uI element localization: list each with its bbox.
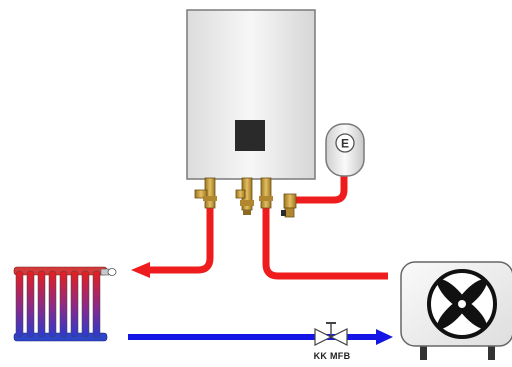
boiler-fittings	[194, 177, 297, 218]
heat-pump-leg-right	[488, 340, 495, 360]
fan-icon	[427, 269, 497, 339]
radiator-icon	[13, 266, 117, 342]
ball-valve-icon	[314, 322, 348, 346]
fitting-left-icon	[194, 177, 217, 209]
radiator-supply-pipe	[148, 205, 214, 274]
safety-valve-icon	[281, 193, 297, 218]
fitting-middle-icon	[235, 177, 254, 215]
boiler-control-panel	[235, 120, 265, 151]
fitting-right-icon	[259, 177, 273, 209]
vessel-pipe	[296, 174, 348, 204]
radiator-supply-arrow	[131, 262, 150, 278]
cold-pipe-arrow	[376, 329, 393, 345]
heat-pump-icon	[400, 261, 512, 360]
expansion-vessel-icon: E	[325, 123, 365, 177]
radiator-valve-icon	[100, 268, 117, 276]
heatpump-return-pipe	[262, 205, 388, 280]
heat-pump-leg-left	[420, 340, 427, 360]
expansion-vessel-label: E	[341, 137, 349, 151]
boiler-icon	[186, 9, 316, 180]
valve-label: KK MFB	[313, 351, 351, 361]
cold-pipe	[128, 329, 393, 345]
hot-pipes	[148, 174, 388, 280]
